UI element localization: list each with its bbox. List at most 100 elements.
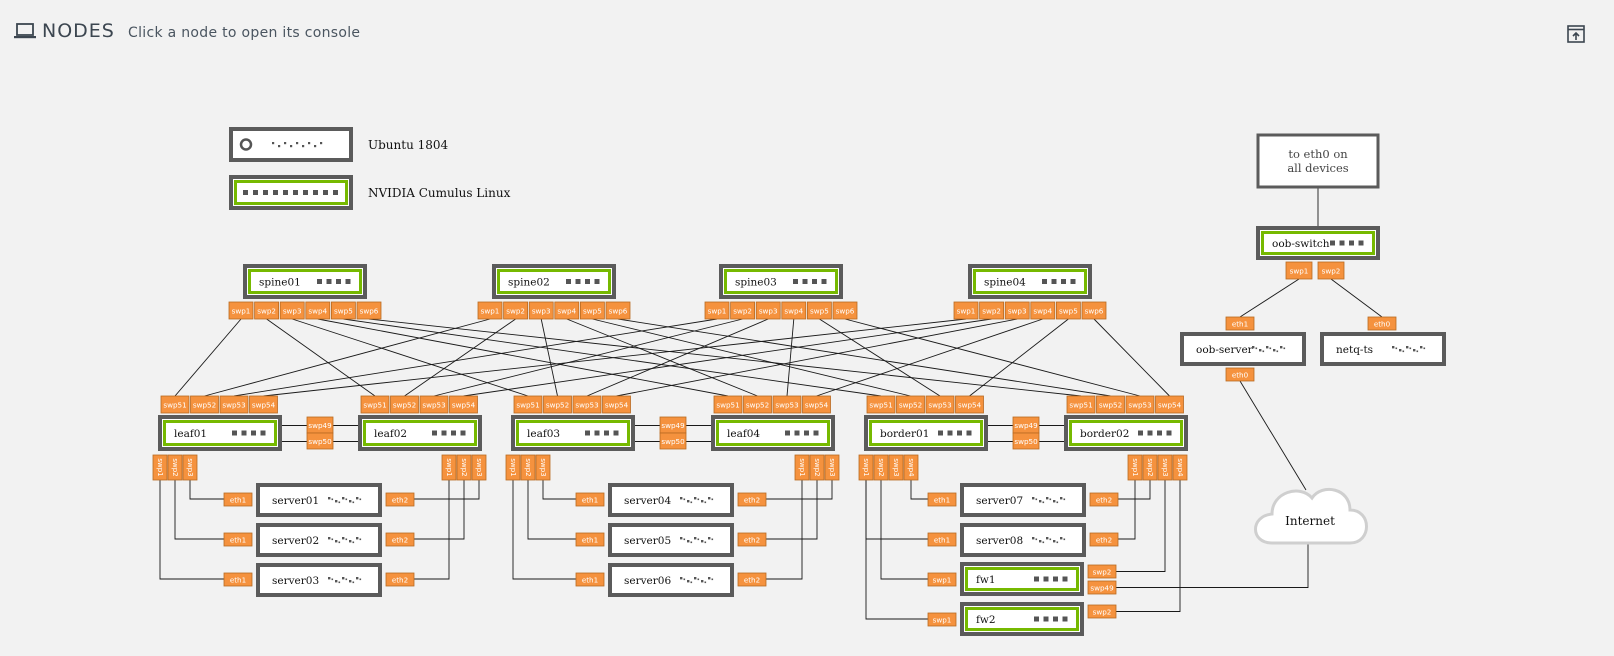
border01-port-swp3[interactable]: swp3 [888, 454, 904, 481]
server03-port-eth2[interactable]: eth2 [385, 572, 415, 587]
spine01-port-swp2[interactable]: swp2 [254, 301, 280, 320]
spine02-port-swp4[interactable]: swp4 [554, 301, 580, 320]
peerlink-port-swp49[interactable]: swp49 [1012, 416, 1040, 434]
leaf04-port-swp3[interactable]: swp3 [824, 454, 840, 481]
server04-port-eth1[interactable]: eth1 [575, 492, 605, 507]
peerlink-port-swp49[interactable]: swp49 [659, 416, 687, 434]
node-spine01[interactable]: spine01 [243, 264, 367, 299]
leaf04-port-swp1[interactable]: swp1 [794, 454, 810, 481]
peerlink-port-swp49[interactable]: swp49 [306, 416, 334, 434]
leaf01-port-swp51[interactable]: swp51 [160, 395, 190, 414]
server01-port-eth1[interactable]: eth1 [223, 492, 253, 507]
leaf01-port-swp54[interactable]: swp54 [249, 395, 278, 414]
node-leaf04[interactable]: leaf04 [711, 415, 835, 451]
leaf04-port-swp53[interactable]: swp53 [772, 395, 802, 414]
node-oob-server[interactable]: oob-server [1180, 332, 1306, 366]
oob-server-port-eth1[interactable]: eth1 [1225, 316, 1255, 331]
peerlink-port-swp50[interactable]: swp50 [1012, 432, 1040, 450]
border02-port-swp1[interactable]: swp1 [1127, 454, 1143, 481]
spine01-port-swp4[interactable]: swp4 [305, 301, 331, 320]
spine03-port-swp5[interactable]: swp5 [807, 301, 832, 320]
server08-port-eth2[interactable]: eth2 [1089, 532, 1119, 547]
netq-ts-port-eth0[interactable]: eth0 [1367, 316, 1397, 331]
node-server01[interactable]: server01 [256, 483, 382, 517]
spine02-port-swp2[interactable]: swp2 [503, 301, 529, 320]
border01-port-swp53[interactable]: swp53 [925, 395, 955, 414]
spine01-port-swp6[interactable]: swp6 [356, 301, 382, 320]
fw1-port-swp2[interactable]: swp2 [1087, 564, 1117, 579]
open-in-new-window-icon[interactable] [1566, 24, 1586, 44]
oob-switch-port-swp2[interactable]: swp2 [1317, 261, 1345, 280]
fw2-port-swp1[interactable]: swp1 [927, 612, 957, 627]
leaf01-port-swp3[interactable]: swp3 [182, 454, 198, 481]
node-spine02[interactable]: spine02 [492, 264, 616, 299]
spine03-port-swp4[interactable]: swp4 [781, 301, 807, 320]
spine01-port-swp5[interactable]: swp5 [330, 301, 356, 320]
leaf03-port-swp2[interactable]: swp2 [520, 454, 536, 481]
spine02-port-swp6[interactable]: swp6 [605, 301, 631, 320]
spine04-port-swp3[interactable]: swp3 [1004, 301, 1030, 320]
spine03-port-swp6[interactable]: swp6 [832, 301, 858, 320]
node-fw2[interactable]: fw2 [960, 602, 1084, 636]
border01-port-swp52[interactable]: swp52 [896, 395, 925, 414]
fw1-port-swp1[interactable]: swp1 [927, 572, 957, 587]
spine02-port-swp1[interactable]: swp1 [477, 301, 503, 320]
spine04-port-swp2[interactable]: swp2 [979, 301, 1004, 320]
server03-port-eth1[interactable]: eth1 [223, 572, 253, 587]
internet-cloud[interactable]: Internet [1254, 488, 1368, 545]
leaf03-port-swp54[interactable]: swp54 [602, 395, 631, 414]
border01-port-swp51[interactable]: swp51 [866, 395, 896, 414]
spine03-port-swp1[interactable]: swp1 [704, 301, 730, 320]
node-fw1[interactable]: fw1 [960, 562, 1084, 596]
spine01-port-swp1[interactable]: swp1 [228, 301, 254, 320]
leaf01-port-swp2[interactable]: swp2 [167, 454, 183, 481]
spine03-port-swp2[interactable]: swp2 [730, 301, 755, 320]
leaf02-port-swp52[interactable]: swp52 [390, 395, 419, 414]
leaf04-port-swp51[interactable]: swp51 [713, 395, 743, 414]
leaf02-port-swp2[interactable]: swp2 [456, 454, 472, 481]
leaf03-port-swp52[interactable]: swp52 [543, 395, 572, 414]
peerlink-port-swp50[interactable]: swp50 [659, 432, 687, 450]
spine02-port-swp3[interactable]: swp3 [528, 301, 554, 320]
server06-port-eth1[interactable]: eth1 [575, 572, 605, 587]
node-netq-ts[interactable]: netq-ts [1320, 332, 1446, 366]
server08-port-eth1[interactable]: eth1 [927, 532, 957, 547]
border01-port-swp54[interactable]: swp54 [955, 395, 984, 414]
node-spine03[interactable]: spine03 [719, 264, 843, 299]
node-border02[interactable]: border02 [1064, 415, 1188, 451]
leaf03-port-swp3[interactable]: swp3 [535, 454, 551, 481]
node-spine04[interactable]: spine04 [968, 264, 1092, 299]
oob-switch-port-swp1[interactable]: swp1 [1285, 261, 1313, 280]
border02-port-swp52[interactable]: swp52 [1096, 395, 1125, 414]
node-server05[interactable]: server05 [608, 523, 734, 557]
leaf02-port-swp3[interactable]: swp3 [471, 454, 487, 481]
node-border01[interactable]: border01 [864, 415, 988, 451]
server01-port-eth2[interactable]: eth2 [385, 492, 415, 507]
spine04-port-swp5[interactable]: swp5 [1056, 301, 1081, 320]
node-server03[interactable]: server03 [256, 563, 382, 597]
server02-port-eth1[interactable]: eth1 [223, 532, 253, 547]
leaf03-port-swp51[interactable]: swp51 [513, 395, 543, 414]
border02-port-swp54[interactable]: swp54 [1155, 395, 1184, 414]
leaf03-port-swp53[interactable]: swp53 [572, 395, 602, 414]
server07-port-eth1[interactable]: eth1 [927, 492, 957, 507]
spine03-port-swp3[interactable]: swp3 [755, 301, 781, 320]
leaf02-port-swp53[interactable]: swp53 [419, 395, 449, 414]
spine04-port-swp1[interactable]: swp1 [953, 301, 979, 320]
leaf04-port-swp54[interactable]: swp54 [802, 395, 831, 414]
server07-port-eth2[interactable]: eth2 [1089, 492, 1119, 507]
node-server07[interactable]: server07 [960, 483, 1086, 517]
server05-port-eth2[interactable]: eth2 [737, 532, 767, 547]
leaf02-port-swp1[interactable]: swp1 [441, 454, 457, 481]
server04-port-eth2[interactable]: eth2 [737, 492, 767, 507]
leaf01-port-swp53[interactable]: swp53 [219, 395, 249, 414]
border02-port-swp3[interactable]: swp3 [1157, 454, 1173, 481]
fw2-port-swp2[interactable]: swp2 [1087, 604, 1117, 619]
spine04-port-swp6[interactable]: swp6 [1081, 301, 1107, 320]
leaf01-port-swp52[interactable]: swp52 [190, 395, 219, 414]
border02-port-swp4[interactable]: swp4 [1172, 454, 1188, 481]
border01-port-swp2[interactable]: swp2 [873, 454, 889, 481]
node-server02[interactable]: server02 [256, 523, 382, 557]
server05-port-eth1[interactable]: eth1 [575, 532, 605, 547]
node-leaf01[interactable]: leaf01 [158, 415, 282, 451]
